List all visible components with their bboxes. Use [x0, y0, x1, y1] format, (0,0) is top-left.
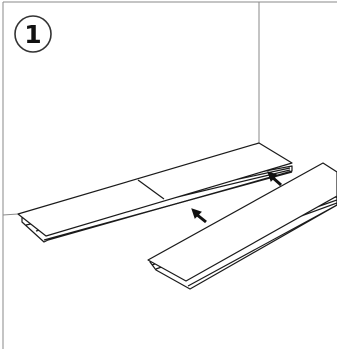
arrow-icon: [192, 209, 206, 222]
step-badge: 1: [15, 16, 51, 52]
step-number: 1: [24, 20, 41, 49]
floor-wall-line-left: [3, 214, 18, 215]
